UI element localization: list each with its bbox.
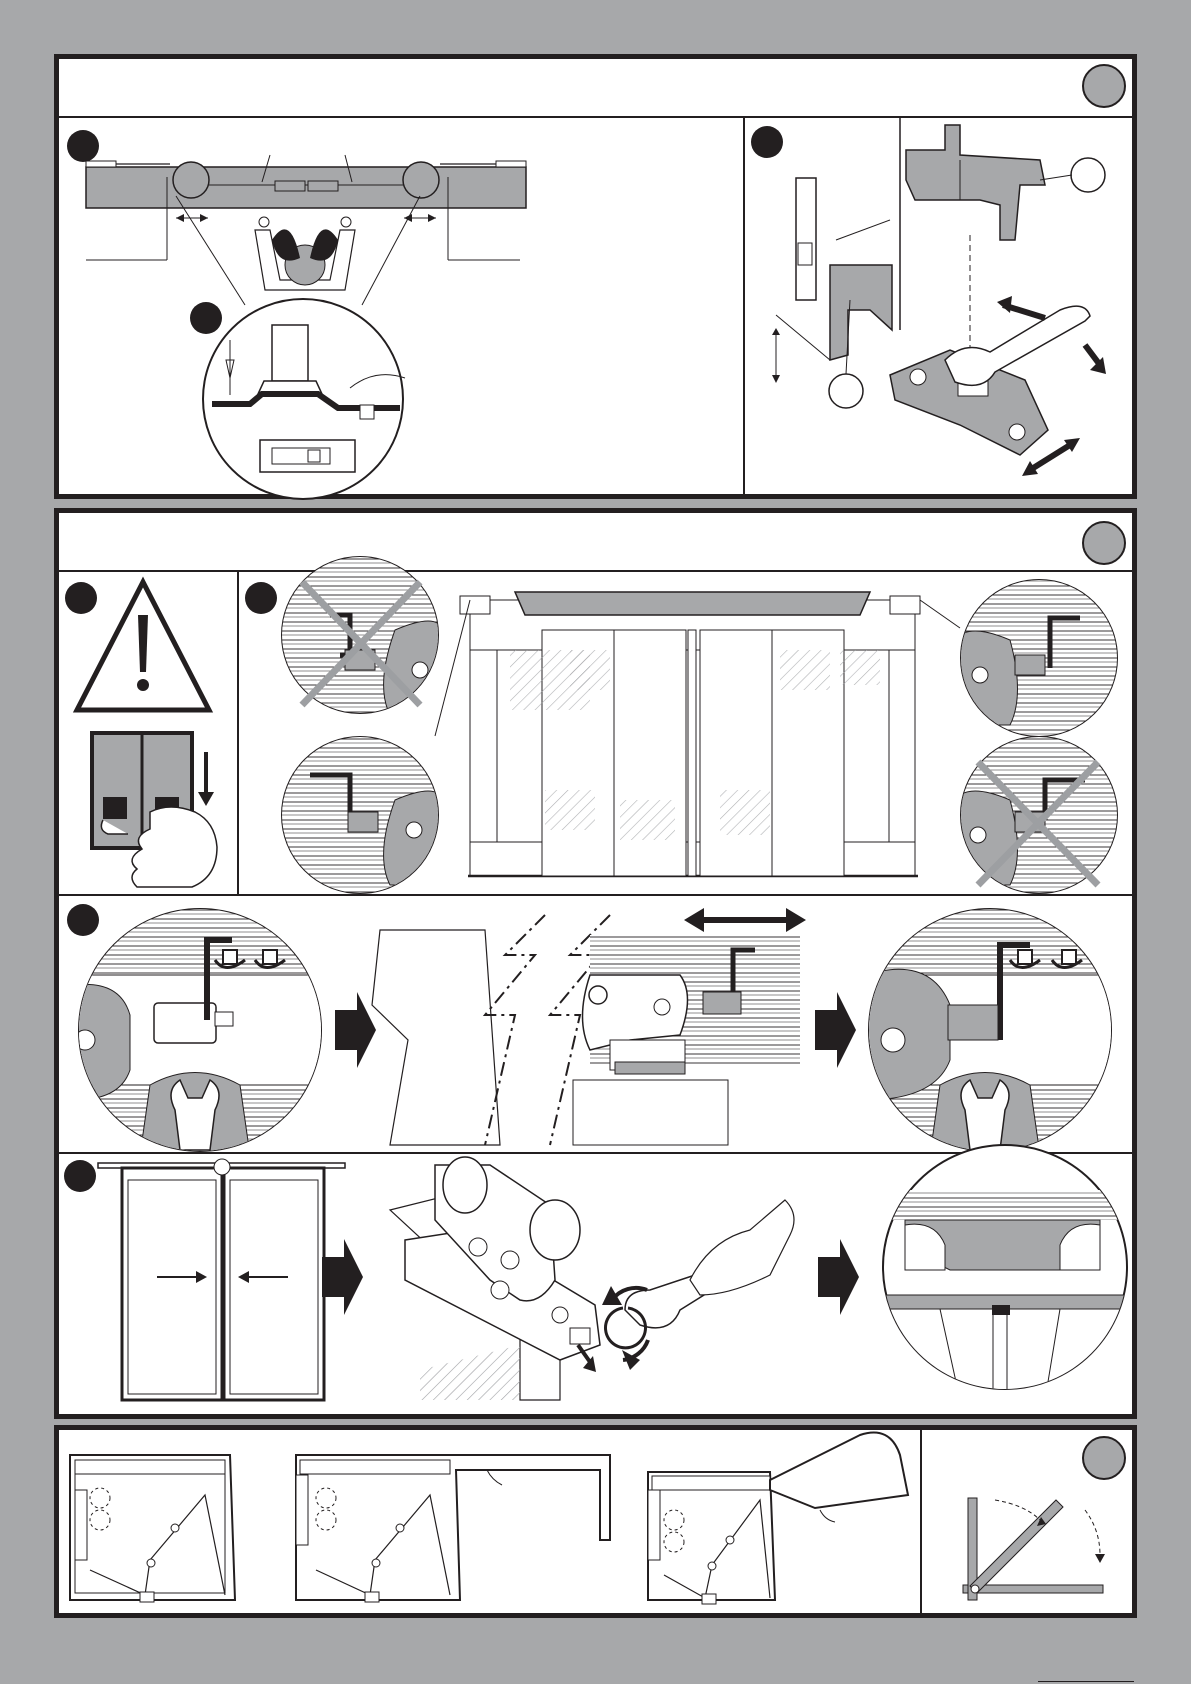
stop-adjustment-panel [67, 904, 1115, 1155]
step-marker-icon [64, 1160, 96, 1192]
guide-adjustment-panel [67, 130, 526, 499]
step-marker-icon [65, 582, 97, 614]
step-marker-icon [67, 130, 99, 162]
step-marker-icon [67, 904, 99, 936]
step-marker-icon [751, 126, 783, 158]
belt-fixing-panel [64, 1145, 1130, 1400]
stop-position-panel [245, 555, 1120, 895]
step-marker-icon [190, 302, 222, 334]
cover-closed-panel [70, 1455, 235, 1602]
cover-mid-panel [296, 1455, 610, 1602]
bracket-mounting-panel [751, 117, 1106, 476]
arrow-right-icon [815, 992, 856, 1068]
power-switch-icon [92, 733, 217, 887]
power-off-panel [65, 582, 217, 887]
arrow-right-icon [818, 1239, 859, 1315]
section-marker-icon [1083, 65, 1125, 107]
cover-hinge-panel [963, 1498, 1105, 1600]
section-marker-icon [1083, 1437, 1125, 1479]
step-marker-icon [245, 582, 277, 614]
cover-open-panel [648, 1433, 908, 1605]
arrow-right-icon [335, 992, 376, 1068]
footer-rule [1038, 1681, 1134, 1682]
arrow-right-icon [322, 1239, 363, 1315]
section-marker-icon [1083, 522, 1125, 564]
